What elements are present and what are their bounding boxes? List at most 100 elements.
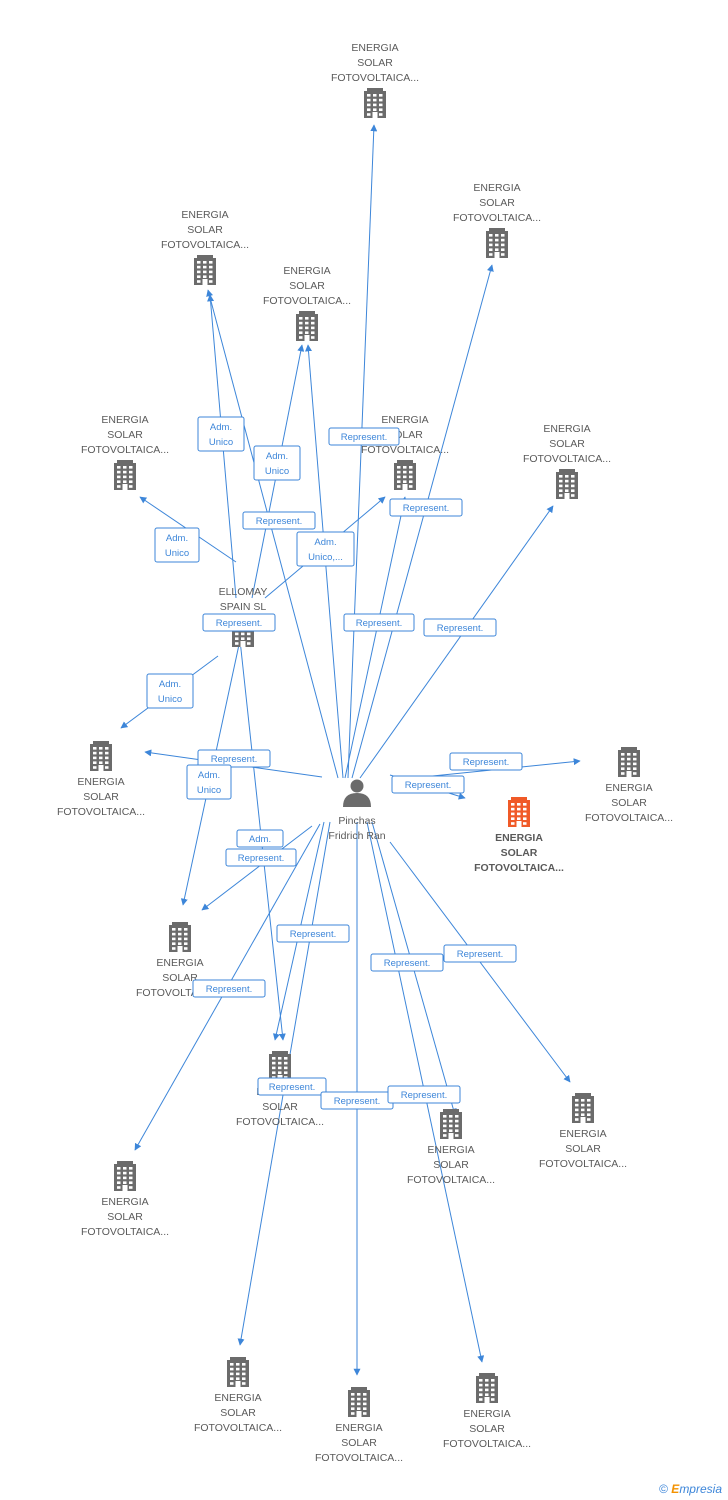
building-icon [394,460,416,490]
company-node[interactable]: ENERGIASOLARFOTOVOLTAICA... [57,741,145,818]
edge-label[interactable]: Adm.Unico [154,527,200,563]
edge-label[interactable]: Represent. [389,498,463,517]
edge-label-box [192,979,266,998]
company-node[interactable]: ENERGIASOLARFOTOVOLTAICA... [361,414,449,490]
node-label: FOTOVOLTAICA... [81,1226,169,1238]
node-label: SOLAR [357,57,393,69]
nodes-layer: ENERGIA SOLAR FOTOVOLTAICA... ENERGIA SOLAR F… [57,42,673,1464]
building-icon [476,1373,498,1403]
edge-line [359,505,554,779]
edge-label-text: Adm. [166,533,188,544]
building-icon [114,460,136,490]
company-node[interactable]: ENERGIASOLARFOTOVOLTAICA... [81,414,169,490]
edge-label[interactable]: Represent. [202,613,276,632]
company-node[interactable]: ENERGIASOLARFOTOVOLTAICA... [453,182,541,258]
edge-label[interactable]: Represent. [328,427,400,446]
edge-label[interactable]: Represent. [276,924,350,943]
node-label: ENERGIA [156,957,203,969]
company-node[interactable]: ENERGIASOLARFOTOVOLTAICA... [585,747,673,824]
company-node[interactable]: ENERGIASOLARFOTOVOLTAICA... [539,1093,627,1170]
node-label: FOTOVOLTAICA... [81,444,169,456]
company-node[interactable]: ENERGIASOLARFOTOVOLTAICA... [263,265,351,341]
building-icon [486,228,508,258]
edge-label[interactable]: Represent. [443,944,517,963]
company-node[interactable]: ENERGIASOLARFOTOVOLTAICA... [161,209,249,285]
node-label: ENERGIA [214,1392,261,1404]
edge-label[interactable]: Represent. [449,752,523,771]
edge-label[interactable]: Adm. Unico [197,416,245,452]
edge-label[interactable]: Represent. [225,848,297,867]
node-label: ENERGIA [283,265,330,277]
node-label: FOTOVOLTAICA... [585,812,673,824]
edge-label-text: Represent. [437,623,483,634]
edge-label[interactable]: Represent. [370,953,444,972]
node-label: SOLAR [565,1143,601,1155]
edge-label-text: Adm. [249,834,271,845]
brand-footer[interactable]: © Empresia [659,1482,722,1496]
brand-logo-initial: E [671,1482,680,1496]
node-label: FOTOVOLTAICA... [453,212,541,224]
focus-company-node[interactable]: ENERGIASOLARFOTOVOLTAICA... [474,797,564,874]
edge-label-text: Unico [197,785,221,796]
node-label: SOLAR [107,1211,143,1223]
edge-label[interactable]: Represent. [242,511,316,530]
edge-label-box [257,1077,327,1096]
node-label: ENERGIA [543,423,590,435]
brand-logo-text: mpresia [679,1482,722,1496]
building-icon [227,1357,249,1387]
edge-label-text: Represent. [269,1082,315,1093]
edge-label[interactable]: Represent. [391,775,465,794]
edge-label[interactable]: Represent. [192,979,266,998]
company-node[interactable]: ENERGIASOLARFOTOVOLTAICA... [443,1373,531,1450]
building-icon [572,1093,594,1123]
edge-label[interactable]: Adm.Unico [253,445,301,481]
edge-label[interactable]: Adm.Unico,... [296,531,355,567]
edge-label-text: Unico,... [308,552,343,563]
company-node[interactable]: ENERGIA SOLAR FOTOVOLTAICA... [81,1161,169,1238]
edge-label[interactable]: Represent. [343,613,415,632]
node-label: SOLAR [162,972,198,984]
edge-label[interactable]: Adm.Unico [186,764,232,800]
edge-label-text: Represent. [206,984,252,995]
company-node[interactable]: ENERGIASOLARFOTOVOLTAICA... [331,42,419,118]
edge-label[interactable]: Represent. [423,618,497,637]
node-label: ENERGIA [463,1408,510,1420]
node-label: FOTOVOLTAICA... [194,1422,282,1434]
edge-label-box [197,416,245,452]
edge-line [344,496,408,779]
edge-label[interactable]: Adm. [236,829,284,848]
edge-label[interactable]: Represent. [387,1085,461,1104]
edge-label-text: Represent. [334,1096,380,1107]
edge-label-text: Represent. [216,618,262,629]
node-label: SOLAR [220,1407,256,1419]
company-node[interactable]: ENERGIASOLARFOTOVOLTAICA... [315,1387,403,1464]
node-label: ENERGIA [101,1196,148,1208]
company-node[interactable]: ENERGIASOLARFOTOVOLTAICA... [523,423,611,499]
building-icon [348,1387,370,1417]
edge-label-box [423,618,497,637]
edge-label-text: Represent. [256,516,302,527]
edge-label[interactable]: Represent. [257,1077,327,1096]
edge-label-text: Adm. [210,422,232,433]
edge-label-box [276,924,350,943]
edge-label-box [370,953,444,972]
edge-label[interactable]: Adm.Unico [146,673,194,709]
node-label: SOLAR [341,1437,377,1449]
node-label: FOTOVOLTAICA... [161,239,249,251]
edge-label[interactable]: Represent. [320,1091,394,1110]
edge-label-text: Unico [209,437,233,448]
edge-label-text: Unico [265,466,289,477]
edge-label-box [296,531,355,567]
node-label: SOLAR [262,1101,298,1113]
node-label: ENERGIA [181,209,228,221]
company-node[interactable]: ENERGIASOLARFOTOVOLTAICA... [407,1109,495,1186]
edge-label-box [449,752,523,771]
edge-label[interactable]: Represent. [197,749,271,768]
edge-label-box [242,511,316,530]
node-label: SOLAR [611,797,647,809]
edge-label-box [343,613,415,632]
company-node[interactable]: ENERGIA SOLAR FOTOVOLTAICA... [194,1357,282,1434]
node-label: SOLAR [549,438,585,450]
